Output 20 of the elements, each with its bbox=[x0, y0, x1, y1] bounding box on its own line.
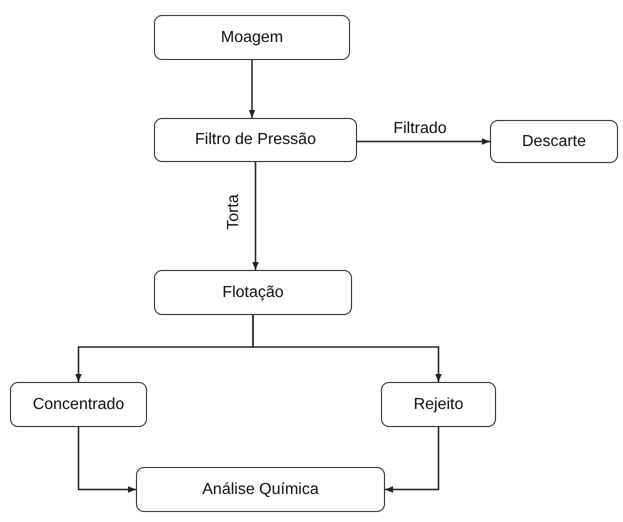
box-label: Filtro de Pressão bbox=[195, 131, 316, 149]
process-box bbox=[154, 15, 350, 60]
arrow bbox=[248, 60, 256, 118]
process-box bbox=[136, 467, 385, 512]
arrow bbox=[252, 162, 259, 270]
process-box bbox=[490, 120, 618, 163]
arrow bbox=[385, 427, 440, 493]
process-box bbox=[381, 382, 496, 427]
box-label: Descarte bbox=[522, 132, 586, 150]
arrow bbox=[252, 315, 442, 382]
arrow bbox=[78, 427, 136, 493]
process-box bbox=[10, 382, 147, 427]
process-box bbox=[154, 270, 352, 315]
box-label: Moagem bbox=[220, 28, 284, 46]
box-label: Flotação bbox=[222, 284, 284, 302]
box-label: Concentrado bbox=[32, 396, 124, 414]
process-box bbox=[154, 118, 357, 162]
box-label: Análise Química bbox=[202, 480, 319, 498]
box-label: Rejeito bbox=[414, 396, 464, 414]
arrow bbox=[357, 138, 490, 145]
